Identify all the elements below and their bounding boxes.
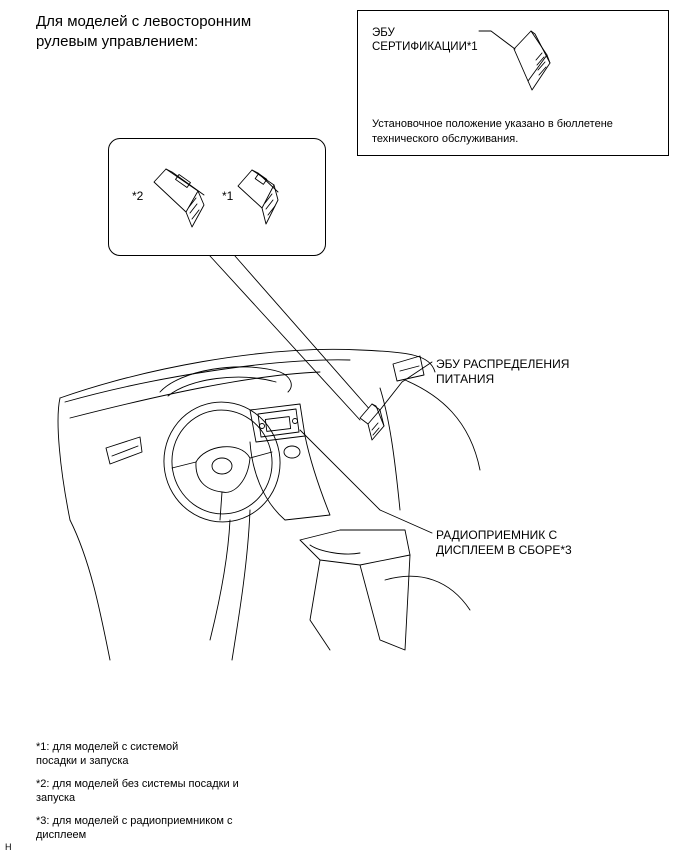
radio-leader (299, 429, 433, 534)
footnote-2-line-1: *2: для моделей без системы посадки и (36, 778, 239, 790)
footnote-2-line-2: запуска (36, 792, 76, 804)
ecu-2-icon (153, 168, 205, 228)
console-side (359, 554, 411, 651)
power-distribution-ecu-icon (359, 403, 385, 441)
power-distribution-ecu-label: ЭБУ РАСПРЕДЕЛЕНИЯ ПИТАНИЯ (436, 357, 569, 387)
footnote-1-line-1: *1: для моделей с системой (36, 741, 179, 753)
footnote-2: *2: для моделей без системы посадки и за… (36, 777, 296, 805)
radio-label-line-2: ДИСПЛЕЕМ В СБОРЕ*3 (436, 543, 572, 557)
footnote-3-line-1: *3: для моделей с радиоприемником с (36, 815, 233, 827)
footnote-3: *3: для моделей с радиоприемником с дисп… (36, 814, 296, 842)
certification-ecu-label-line-1: ЭБУ (372, 27, 395, 39)
certification-ecu-label: ЭБУ СЕРТИФИКАЦИИ*1 (372, 26, 478, 54)
right-vent (392, 355, 425, 382)
power-label-line-2: ПИТАНИЯ (436, 372, 495, 386)
title-line-2: рулевым управлением: (36, 33, 199, 50)
reference-note: Установочное положение указано в бюллете… (372, 117, 667, 147)
radio-receiver-label: РАДИОПРИЕМНИК С ДИСПЛЕЕМ В СБОРЕ*3 (436, 528, 572, 558)
title-line-1: Для моделей с левосторонним (36, 13, 252, 30)
power-label-line-1: ЭБУ РАСПРЕДЕЛЕНИЯ (436, 357, 570, 371)
footnote-3-line-2: дисплеем (36, 829, 87, 841)
marker-star-1: *1 (222, 189, 234, 203)
marker-star-2: *2 (132, 189, 144, 203)
footnote-1-line-2: посадки и запуска (36, 755, 129, 767)
center-console (249, 435, 331, 521)
dashboard-top (59, 348, 436, 399)
zoom-leader-left (209, 255, 361, 421)
steering-wheel-icon (163, 401, 281, 523)
steering-column (209, 519, 231, 641)
reference-box (357, 10, 669, 156)
cup-holder (299, 529, 411, 566)
zoom-detail-box (108, 138, 326, 256)
certification-ecu-leader (478, 30, 516, 50)
dashboard-left-edge (57, 397, 71, 521)
certification-ecu-label-line-2: СЕРТИФИКАЦИИ*1 (372, 41, 478, 53)
footnote-1: *1: для моделей с системой посадки и зап… (36, 740, 236, 768)
reference-note-line-2: технического обслуживания. (372, 133, 519, 145)
ecu-1-icon (237, 169, 279, 225)
radio-label-line-1: РАДИОПРИЕМНИК С (436, 528, 558, 542)
left-panel (69, 519, 111, 661)
right-panel (379, 387, 401, 511)
power-ecu-leader (379, 361, 433, 411)
instrument-hood (159, 366, 292, 393)
page-title: Для моделей с левосторонним рулевым упра… (36, 12, 296, 52)
reference-note-line-1: Установочное положение указано в бюллете… (372, 118, 613, 130)
corner-mark: H (5, 842, 12, 852)
left-vent (105, 436, 143, 465)
certification-ecu-icon (513, 30, 551, 91)
zoom-leader-right (234, 255, 373, 413)
